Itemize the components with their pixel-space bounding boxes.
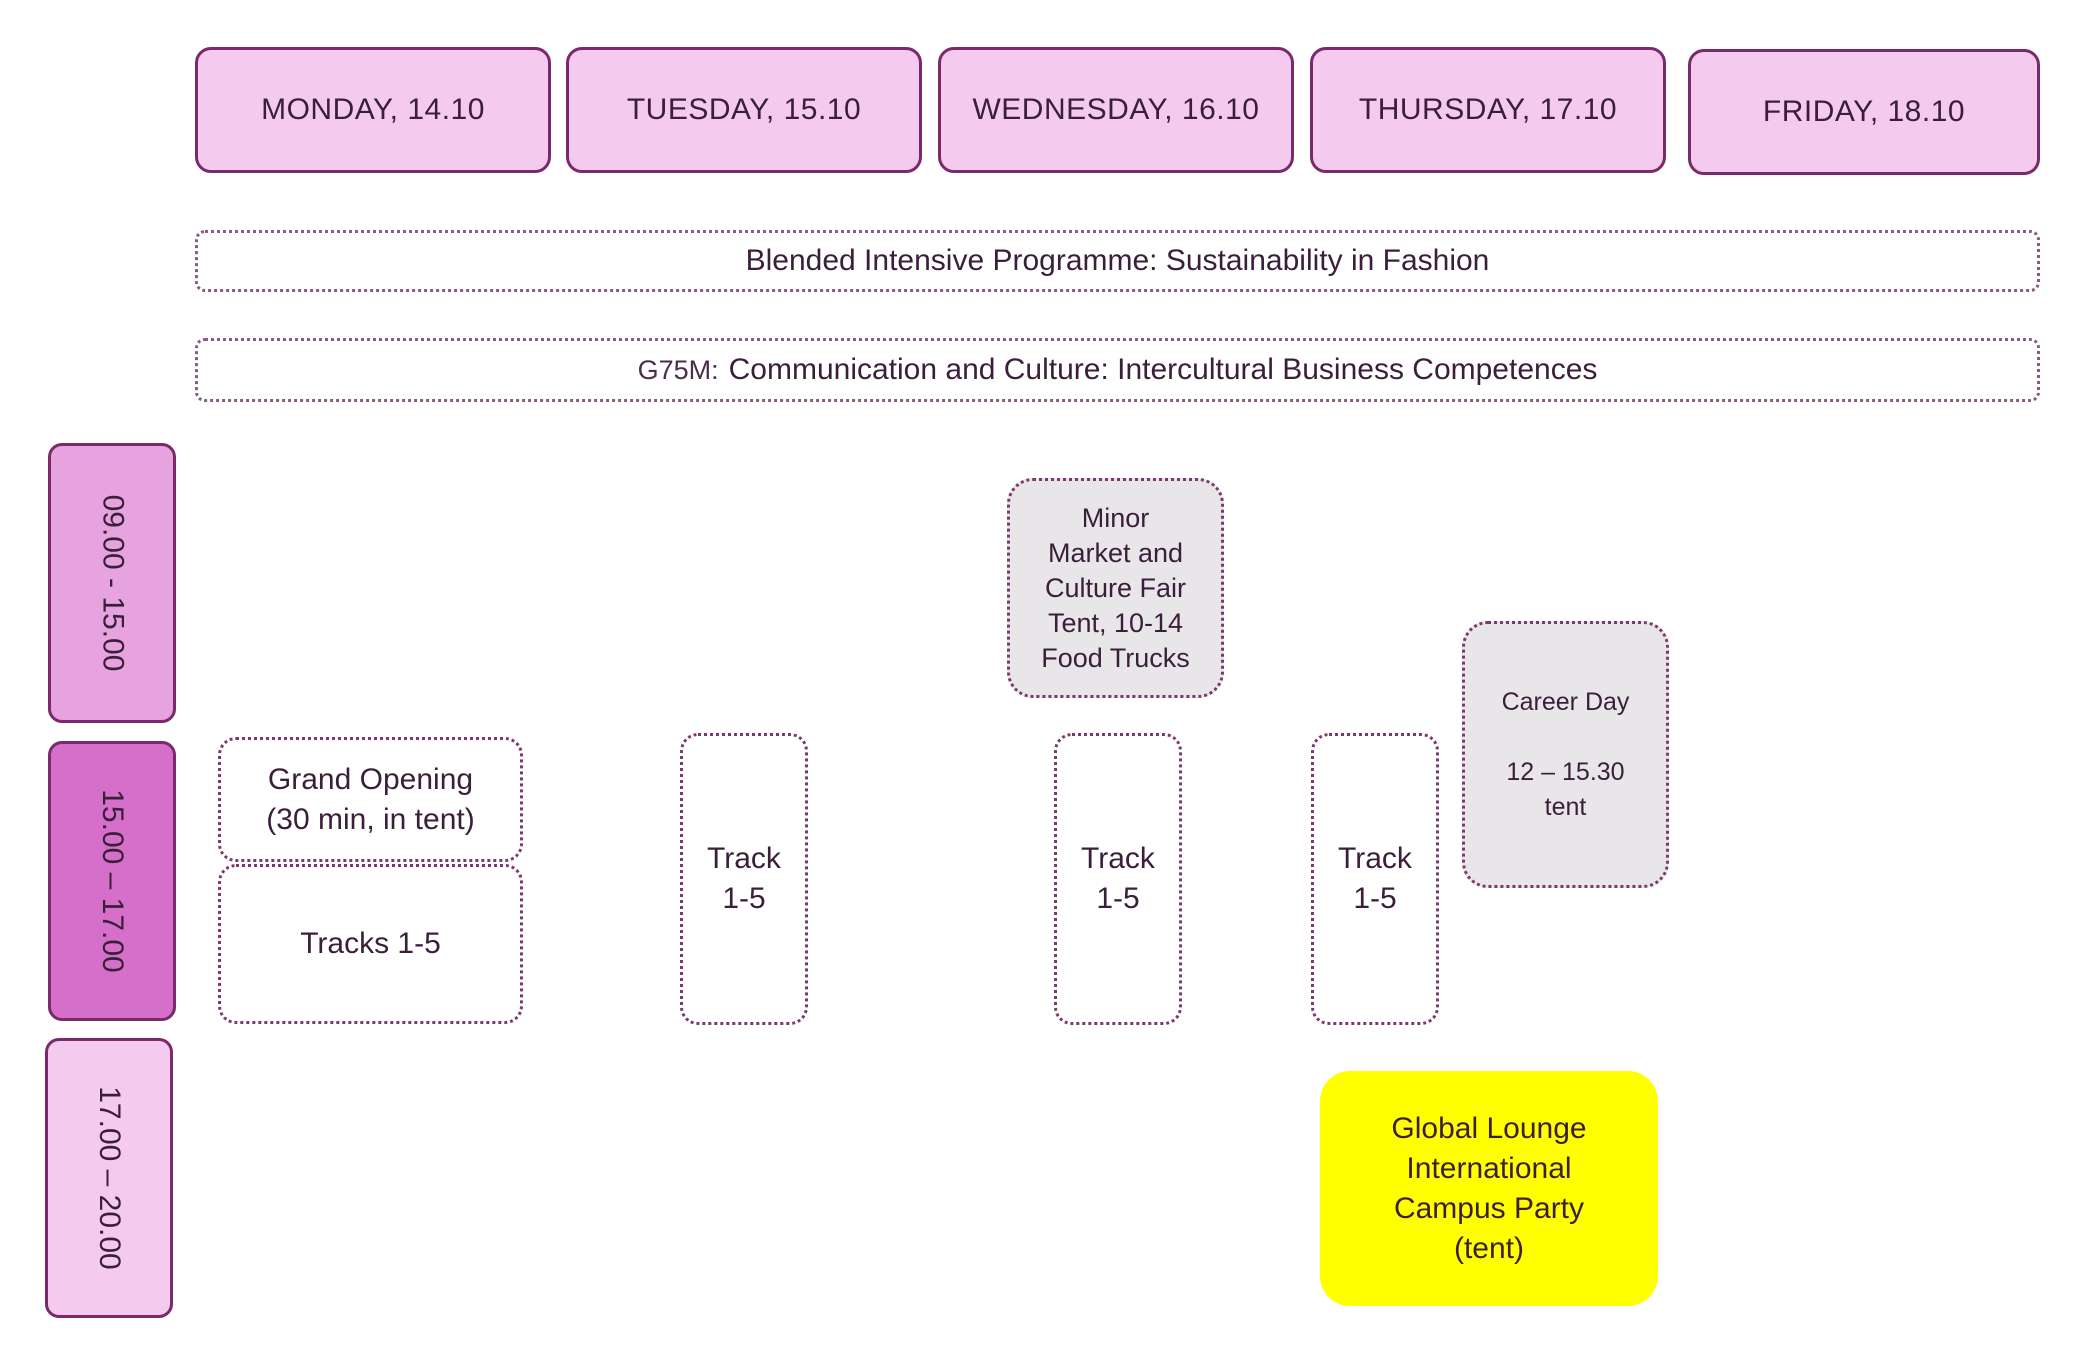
bip-banner: Blended Intensive Programme: Sustainabil… <box>195 230 2040 292</box>
day-header-thursday: THURSDAY, 17.10 <box>1310 47 1666 173</box>
g75m-banner: G75M: Communication and Culture: Intercu… <box>195 338 2040 402</box>
time-slot-morning: 09.00 - 15.00 <box>48 443 176 723</box>
time-slot-afternoon: 15.00 – 17.00 <box>48 741 176 1021</box>
time-slot-afternoon-label: 15.00 – 17.00 <box>96 789 130 973</box>
day-header-monday: MONDAY, 14.10 <box>195 47 551 173</box>
time-slot-evening: 17.00 – 20.00 <box>45 1038 173 1318</box>
bip-banner-text: Blended Intensive Programme: Sustainabil… <box>745 244 1490 277</box>
monday-tracks-event: Tracks 1-5 <box>218 864 523 1024</box>
time-slot-evening-label: 17.00 – 20.00 <box>93 1086 127 1270</box>
thursday-track-event: Track 1-5 <box>1311 733 1439 1025</box>
minor-market-event: Minor Market and Culture Fair Tent, 10-1… <box>1007 478 1224 698</box>
tuesday-track-event: Track 1-5 <box>680 733 808 1025</box>
career-day-event: Career Day 12 – 15.30 tent <box>1462 621 1669 888</box>
g75m-code: G75M: <box>637 354 719 385</box>
day-header-friday: FRIDAY, 18.10 <box>1688 49 2040 175</box>
wednesday-track-event: Track 1-5 <box>1054 733 1182 1025</box>
g75m-title: Communication and Culture: Intercultural… <box>728 353 1598 386</box>
grand-opening-event: Grand Opening (30 min, in tent) <box>218 737 523 862</box>
day-header-wednesday: WEDNESDAY, 16.10 <box>938 47 1294 173</box>
time-slot-morning-label: 09.00 - 15.00 <box>96 494 129 672</box>
global-lounge-party-event: Global Lounge International Campus Party… <box>1320 1071 1658 1306</box>
day-header-tuesday: TUESDAY, 15.10 <box>566 47 922 173</box>
